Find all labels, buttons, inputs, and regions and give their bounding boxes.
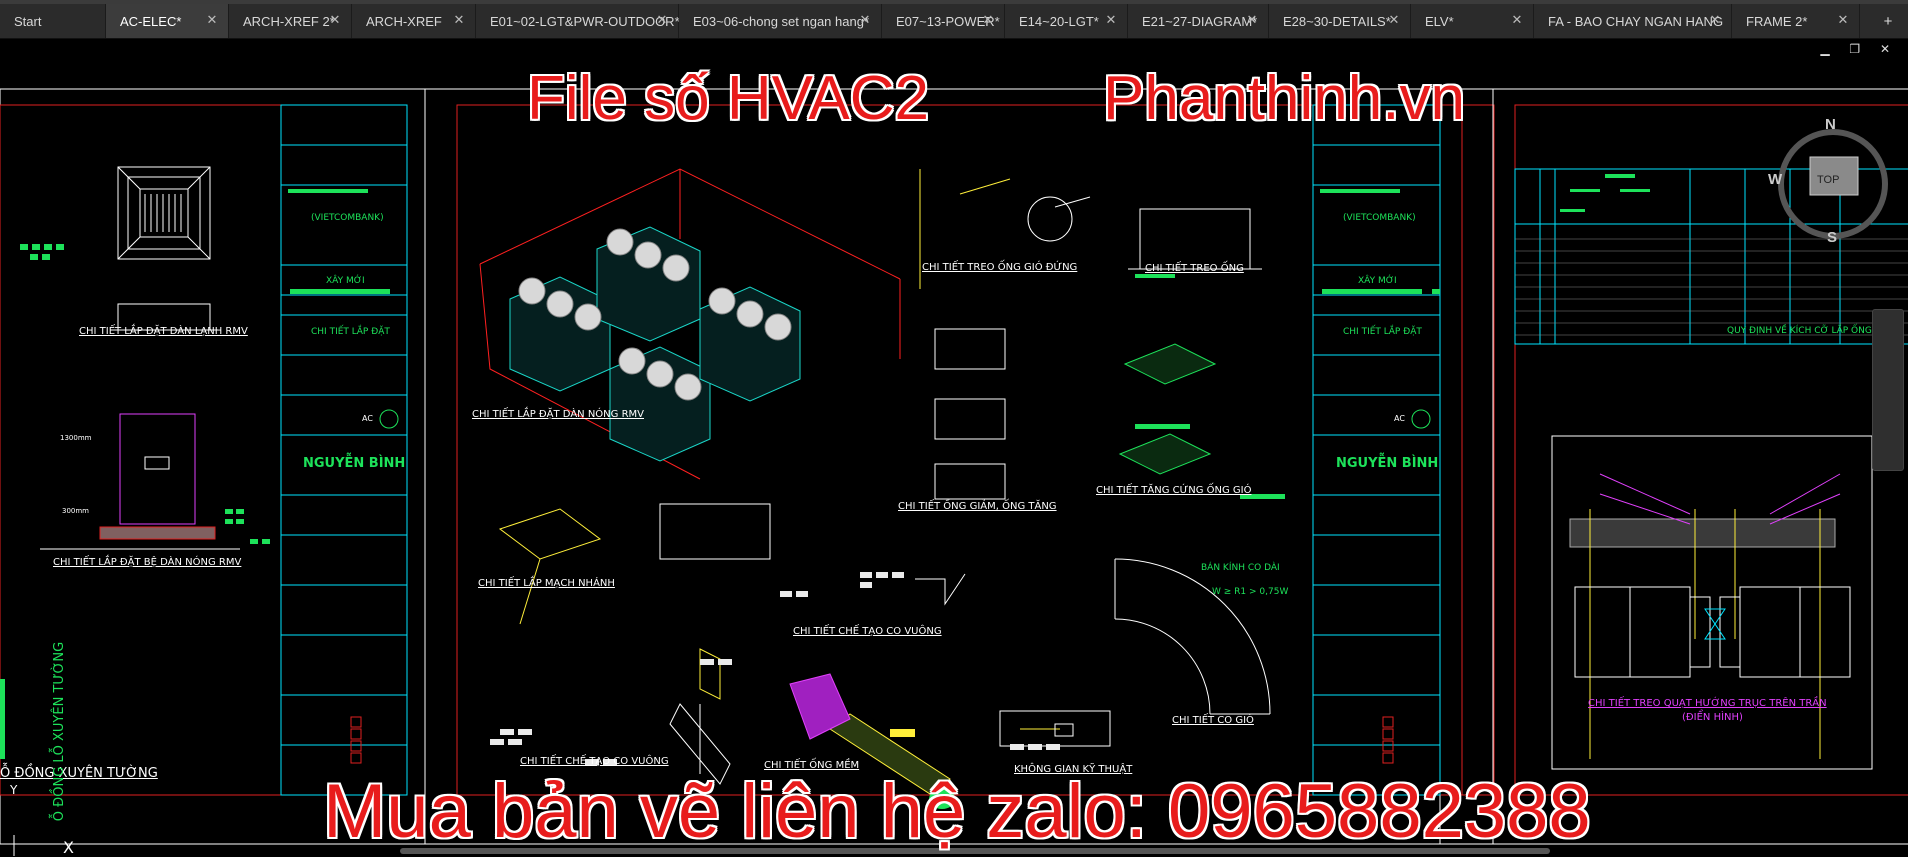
drawing-window-controls[interactable]: ▁ ❐ ✕ [1820, 42, 1898, 56]
label-fire-wall: Ỗ ĐỒNG XUYÊN TƯỜNG [0, 766, 158, 781]
tab-label: ELV* [1425, 13, 1454, 29]
title-block-ac-1: AC [362, 414, 373, 423]
close-icon[interactable]: ✕ [1709, 12, 1721, 27]
label-wall-vertical: Ỗ ĐỒNG LỖ XUYÊN TƯỜNG [52, 641, 68, 822]
label-radius: W ≥ R1 > 0,75W [1212, 587, 1289, 597]
horizontal-scrollbar[interactable] [400, 848, 1550, 854]
close-icon[interactable]: ✕ [982, 12, 994, 27]
title-block-ac-2: AC [1394, 414, 1405, 423]
label-fan-hang-sub: (ĐIỂN HÌNH) [1682, 712, 1743, 723]
compass-south: S [1827, 229, 1838, 246]
tab-label: AC-ELEC* [120, 13, 182, 29]
new-tab-button[interactable]: + [1868, 4, 1908, 38]
title-block-vcb-1: (VIETCOMBANK) [311, 213, 384, 223]
tab-e07-13[interactable]: E07~13-POWER* ✕ [882, 4, 1005, 38]
tab-label: FA - BAO CHAY NGAN HANG [1548, 13, 1724, 29]
tab-label: FRAME 2* [1746, 13, 1808, 29]
tab-label: ARCH-XREF [366, 13, 442, 29]
close-icon[interactable]: ✕ [1246, 12, 1258, 27]
tab-label: E21~27-DIAGRAM* [1142, 13, 1258, 29]
tab-label: E14~20-LGT* [1019, 13, 1099, 29]
close-icon[interactable]: ✕ [859, 12, 871, 27]
tab-e28-30[interactable]: E28~30-DETAILS* ✕ [1269, 4, 1411, 38]
file-tab-bar: Start AC-ELEC* ✕ ARCH-XREF 2* ✕ ARCH-XRE… [0, 4, 1908, 39]
close-icon[interactable]: ✕ [1511, 12, 1523, 27]
label-rmv-base: CHI TIẾT LẮP ĐẶT BỆ DÀN NÓNG RMV [53, 557, 242, 568]
navigation-bar[interactable] [1872, 309, 1904, 471]
tab-e01-02[interactable]: E01~02-LGT&PWR-OUTDOOR* ✕ [476, 4, 680, 38]
ribbon-panel-strip [0, 0, 1908, 4]
tab-e21-27[interactable]: E21~27-DIAGRAM* ✕ [1128, 4, 1269, 38]
tab-label: E28~30-DETAILS* [1283, 13, 1391, 29]
label-ban-kinh: BÁN KÍNH CO DÀI [1201, 563, 1280, 573]
label-dim-1: 1300mm [60, 434, 92, 442]
tab-e14-20[interactable]: E14~20-LGT* ✕ [1005, 4, 1128, 38]
title-block-chi-tiet-2: CHI TIẾT LẮP ĐẶT [1343, 327, 1422, 337]
tab-frame-2[interactable]: FRAME 2* ✕ [1732, 4, 1860, 38]
label-tech-space: KHÔNG GIAN KỸ THUẬT [1014, 764, 1133, 775]
compass-north: N [1825, 116, 1836, 133]
close-icon[interactable]: ✕ [656, 12, 668, 27]
label-rmv-indoor: CHI TIẾT LẮP ĐẶT DÀN LẠNH RMV [79, 326, 248, 337]
tab-elv[interactable]: ELV* ✕ [1411, 4, 1534, 38]
tab-label: E01~02-LGT&PWR-OUTDOOR* [490, 13, 680, 29]
label-elbow: CHI TIẾT CHẾ TẠO CO VUÔNG [520, 756, 669, 767]
label-duct-vertical: CHI TIẾT TREO ỐNG GIÓ ĐỨNG [922, 262, 1078, 273]
compass-west: W [1768, 171, 1783, 188]
close-icon[interactable]: ✕ [1388, 12, 1400, 27]
label-square-elbow: CHI TIẾT CHẾ TẠO CO VUÔNG [793, 626, 942, 637]
watermark-contact: Mua bản vẽ liên hệ zalo: 0965882388 [323, 769, 1591, 854]
label-dim-2: 300mm [62, 507, 89, 515]
label-flex-duct: CHI TIẾT ỐNG MỀM [764, 760, 860, 771]
watermark-file-number: File số HVAC2 [527, 64, 929, 133]
viewcube-top[interactable]: TOP [1817, 174, 1840, 186]
label-duct-stiffener: CHI TIẾT TĂNG CỨNG ỐNG GIÓ [1096, 485, 1252, 496]
plus-icon: + [1883, 12, 1893, 30]
ucs-y-label: Y [10, 783, 18, 797]
label-duct-size-rule: QUY ĐỊNH VỀ KÍCH CỠ LẮP ỐNG GIÓ [1727, 326, 1892, 336]
close-icon[interactable]: ✕ [1105, 12, 1117, 27]
label-rmv-outdoor: CHI TIẾT LẮP ĐẶT DÀN NÓNG RMV [472, 409, 644, 420]
tab-arch-xref[interactable]: ARCH-XREF ✕ [352, 4, 476, 38]
label-duct-hang: CHI TIẾT TREO ỐNG [1145, 263, 1244, 274]
title-block-chi-tiet-1: CHI TIẾT LẮP ĐẶT [311, 327, 390, 337]
drawing-canvas[interactable]: CHI TIẾT LẮP ĐẶT DÀN LẠNH RMV CHI TIẾT L… [0, 39, 1908, 857]
label-fan-hang: CHI TIẾT TREO QUẠT HƯỚNG TRỤC TRÊN TRẦN [1588, 698, 1827, 709]
label-duct-elbow: CHI TIẾT CO GIÓ [1172, 715, 1254, 726]
watermark-website: Phanthinh.vn [1103, 64, 1465, 133]
close-icon[interactable]: ✕ [206, 12, 218, 27]
tab-label: ARCH-XREF 2* [243, 13, 335, 29]
tab-fa-bao-chay[interactable]: FA - BAO CHAY NGAN HANG ✕ [1534, 4, 1732, 38]
label-duct-reducer: CHI TIẾT ỐNG GIẢM, ỐNG TĂNG [898, 501, 1057, 512]
tab-label: E07~13-POWER* [896, 13, 1000, 29]
tab-start[interactable]: Start [0, 4, 106, 38]
title-block-vcb-2: (VIETCOMBANK) [1343, 213, 1416, 223]
close-icon[interactable]: ✕ [453, 12, 465, 27]
title-block-xay-moi-2: XÂY MỚI [1358, 276, 1397, 286]
viewcube[interactable]: N S W TOP [1768, 116, 1898, 249]
label-branch: CHI TIẾT LẮP MẠCH NHÁNH [478, 578, 615, 589]
tab-label: Start [14, 13, 42, 29]
tab-arch-xref-2[interactable]: ARCH-XREF 2* ✕ [229, 4, 352, 38]
tab-ac-elec[interactable]: AC-ELEC* ✕ [106, 4, 229, 38]
ucs-x-label: X [63, 838, 74, 857]
title-block-name-1: NGUYỄN BÌNH [303, 456, 406, 471]
tab-label: E03~06-chong set ngan hang* [693, 13, 870, 29]
title-block-xay-moi-1: XÂY MỚI [326, 276, 365, 286]
close-icon[interactable]: ✕ [1837, 12, 1849, 27]
title-block-name-2: NGUYỄN BÌNH [1336, 456, 1439, 471]
cad-drawing [0, 88, 1908, 856]
close-icon[interactable]: ✕ [329, 12, 341, 27]
tab-e03-06[interactable]: E03~06-chong set ngan hang* ✕ [679, 4, 882, 38]
